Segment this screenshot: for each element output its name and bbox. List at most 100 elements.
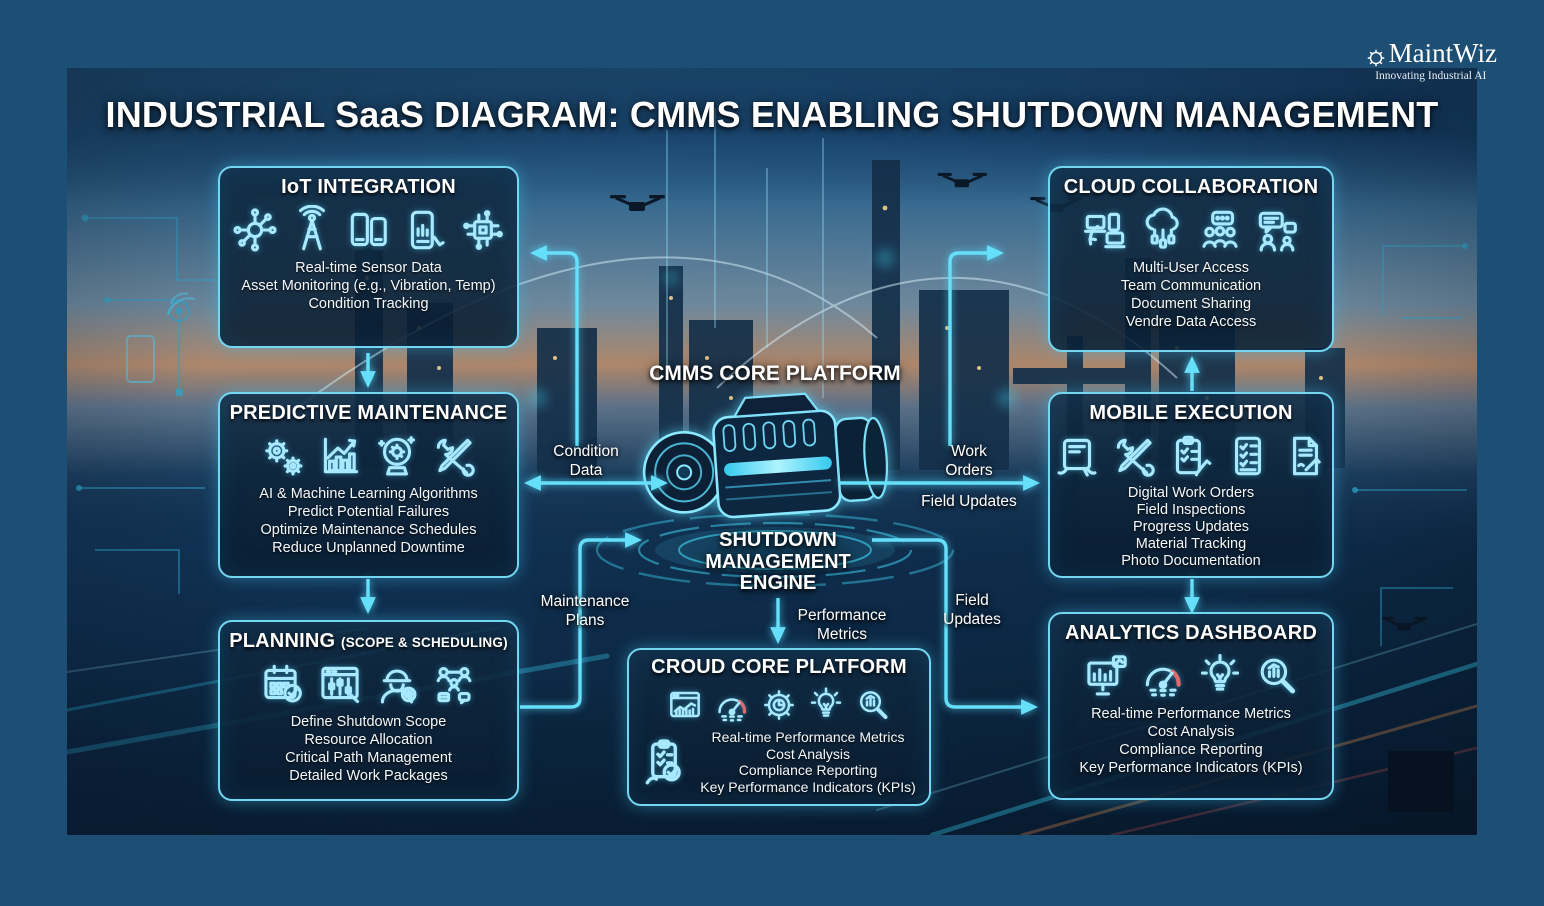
cmms-core-platform-label: CMMS CORE PLATFORM (649, 362, 901, 385)
feature-line: Multi-User Access (1132, 260, 1249, 276)
maintwiz-logo: MaintWiz Innovating Industrial AI (1365, 38, 1497, 82)
document-sign-icon (1280, 431, 1330, 481)
gears-icon (258, 431, 308, 481)
feature-line: Asset Monitoring (e.g., Vibration, Temp) (241, 278, 496, 294)
feature-line: Optimize Maintenance Schedules (260, 522, 477, 538)
clipboard-check-icon (635, 735, 693, 789)
box-iot-integration: IoT INTEGRATION Real-time Sensor Data As… (218, 166, 519, 348)
box-analytics-dashboard: ANALYTICS DASHBOARD Real-time Performanc… (1048, 612, 1334, 800)
feature-lines: Real-time Performance Metrics Cost Analy… (1079, 705, 1302, 777)
feature-line: Compliance Reporting (1119, 742, 1263, 758)
feature-line: Reduce Unplanned Downtime (272, 540, 465, 556)
box-mobile-execution: MOBILE EXECUTION Digital Work Orders Fie… (1048, 392, 1334, 578)
work-orders-label: Work Orders (945, 443, 993, 479)
clipboard-pencil-icon (1166, 431, 1216, 481)
logo-name: MaintWiz (1388, 38, 1497, 68)
feature-line: Detailed Work Packages (289, 768, 448, 784)
circuit-chip-icon (458, 205, 508, 255)
box-cloud-collaboration: CLOUD COLLABORATION Multi-User Access Te… (1048, 166, 1334, 352)
checklist-icon (1223, 431, 1273, 481)
box-title: PREDICTIVE MAINTENANCE (229, 402, 508, 424)
icon-row (1081, 651, 1302, 701)
engineer-icon (372, 659, 422, 709)
feature-lines: Digital Work Orders Field Inspections Pr… (1121, 485, 1260, 570)
browser-chart-icon (665, 685, 705, 725)
logo-tagline: Innovating Industrial AI (1375, 70, 1487, 82)
devices-sync-icon (1081, 205, 1131, 255)
feature-lines: AI & Machine Learning Algorithms Predict… (259, 485, 477, 557)
feature-line: Cost Analysis (1147, 724, 1235, 740)
condition-data-label: Condition Data (553, 443, 619, 479)
phone-chart-icon (401, 205, 451, 255)
feature-line: Progress Updates (1132, 519, 1250, 535)
network-hub-icon (230, 205, 280, 255)
feature-line: Photo Documentation (1121, 553, 1261, 569)
smartphone-pair-icon (344, 205, 394, 255)
field-updates-label: Field Updates (921, 493, 1017, 510)
engine-illustration (642, 392, 889, 519)
box-cloud-core-platform: CROUD CORE PLATFORM Real-time Performanc… (627, 648, 931, 806)
calendar-check-icon (258, 659, 308, 709)
feature-lines: Real-time Sensor Data Asset Monitoring (… (241, 259, 495, 313)
redaction-patch (1388, 751, 1454, 812)
feature-line: Digital Work Orders (1127, 485, 1255, 501)
lightbulb-icon (1195, 651, 1245, 701)
box-title: IoT INTEGRATION (281, 176, 456, 198)
box-title-suffix: (SCOPE & SCHEDULING) (341, 635, 508, 650)
gantt-chart-icon (315, 659, 365, 709)
box-title: CLOUD COLLABORATION (1063, 176, 1319, 198)
box-title: CROUD CORE PLATFORM (651, 656, 907, 678)
tablet-hands-icon (1052, 431, 1102, 481)
box-title: ANALYTICS DASHBOARD (1065, 622, 1317, 644)
gear-clock-icon (759, 685, 799, 725)
maintenance-plans-label: Maintenance Plans (540, 593, 630, 629)
icon-row (258, 659, 479, 709)
feature-line: Cost Analysis (765, 745, 851, 762)
feature-line: Key Performance Indicators (KPIs) (1079, 760, 1303, 776)
icon-row (665, 685, 893, 725)
team-network-icon (429, 659, 479, 709)
feature-line: Condition Tracking (308, 296, 429, 312)
feature-line: AI & Machine Learning Algorithms (259, 486, 478, 502)
feature-line: Key Performance Indicators (KPIs) (700, 778, 916, 795)
feature-lines: Multi-User Access Team Communication Doc… (1121, 259, 1261, 331)
antenna-tower-icon (287, 205, 337, 255)
growth-chart-icon (315, 431, 365, 481)
feature-line: Vendre Data Access (1125, 314, 1257, 330)
chat-bubbles-icon (1252, 205, 1302, 255)
feature-line: Predict Potential Failures (287, 504, 450, 520)
icon-row (1081, 205, 1302, 255)
feature-line: Real-time Performance Metrics (1091, 706, 1291, 722)
feature-line: Team Communication (1120, 278, 1262, 294)
feature-line: Real-time Sensor Data (295, 260, 442, 276)
feature-line: Document Sharing (1130, 296, 1252, 312)
gauge-icon (712, 685, 752, 725)
feature-lines: Define Shutdown Scope Resource Allocatio… (285, 713, 452, 785)
feature-line: Resource Allocation (304, 732, 433, 748)
icon-row (1052, 431, 1330, 481)
performance-metrics-label: Performance Metrics (797, 607, 887, 643)
cloud-network-icon (1138, 205, 1188, 255)
feature-lines: Real-time Performance Metrics Cost Analy… (693, 729, 923, 795)
lightbulb-icon (806, 685, 846, 725)
crystal-ball-icon (372, 431, 422, 481)
page-title: INDUSTRIAL SaaS DIAGRAM: CMMS ENABLING S… (105, 94, 1439, 135)
feature-line: Field Inspections (1136, 502, 1246, 518)
box-title-main: PLANNING (229, 630, 336, 652)
field-updates-bottom-label: Field Updates (943, 592, 1001, 628)
box-title: PLANNING (SCOPE & SCHEDULING) (229, 630, 508, 653)
crossed-tools-icon (1109, 431, 1159, 481)
icon-row (258, 431, 479, 481)
monitor-chart-icon (1081, 651, 1131, 701)
box-planning: PLANNING (SCOPE & SCHEDULING) Define Shu… (218, 620, 519, 801)
feature-line: Real-time Performance Metrics (711, 729, 905, 745)
magnifier-chart-icon (853, 685, 893, 725)
team-chat-icon (1195, 205, 1245, 255)
feature-line: Critical Path Management (285, 750, 452, 766)
gauge-icon (1138, 651, 1188, 701)
crossed-tools-icon (429, 431, 479, 481)
feature-line: Compliance Reporting (738, 762, 878, 778)
box-predictive-maintenance: PREDICTIVE MAINTENANCE AI & Machine Lear… (218, 392, 519, 578)
box-title: MOBILE EXECUTION (1089, 402, 1293, 424)
